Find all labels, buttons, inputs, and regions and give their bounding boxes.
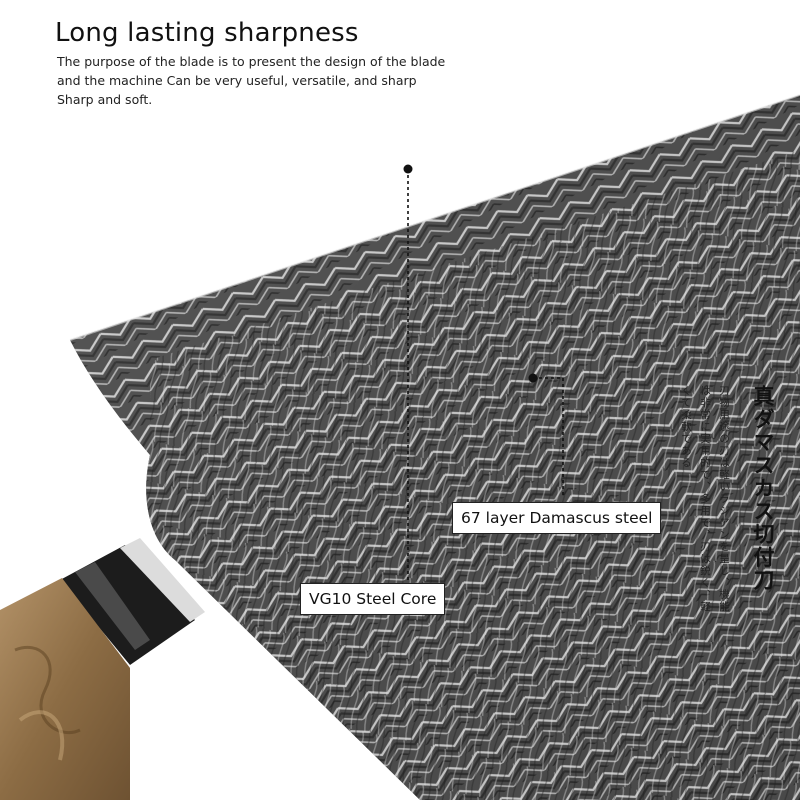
handle — [0, 578, 130, 800]
core-callout-label: VG10 Steel Core — [300, 583, 446, 615]
japanese-title: 真ダマスカス切付刀 — [751, 385, 776, 592]
description-text: The purpose of the blade is to present t… — [57, 54, 446, 107]
blade-grain — [146, 150, 800, 800]
japanese-body: 刃物用途の刃は軽いラジアンを呈し、機能は非常に実用的で、多用で、刃は鋭く、軽くて… — [680, 385, 730, 613]
page-title: Long lasting sharpness — [55, 18, 359, 48]
layers-callout-label: 67 layer Damascus steel — [452, 502, 662, 534]
